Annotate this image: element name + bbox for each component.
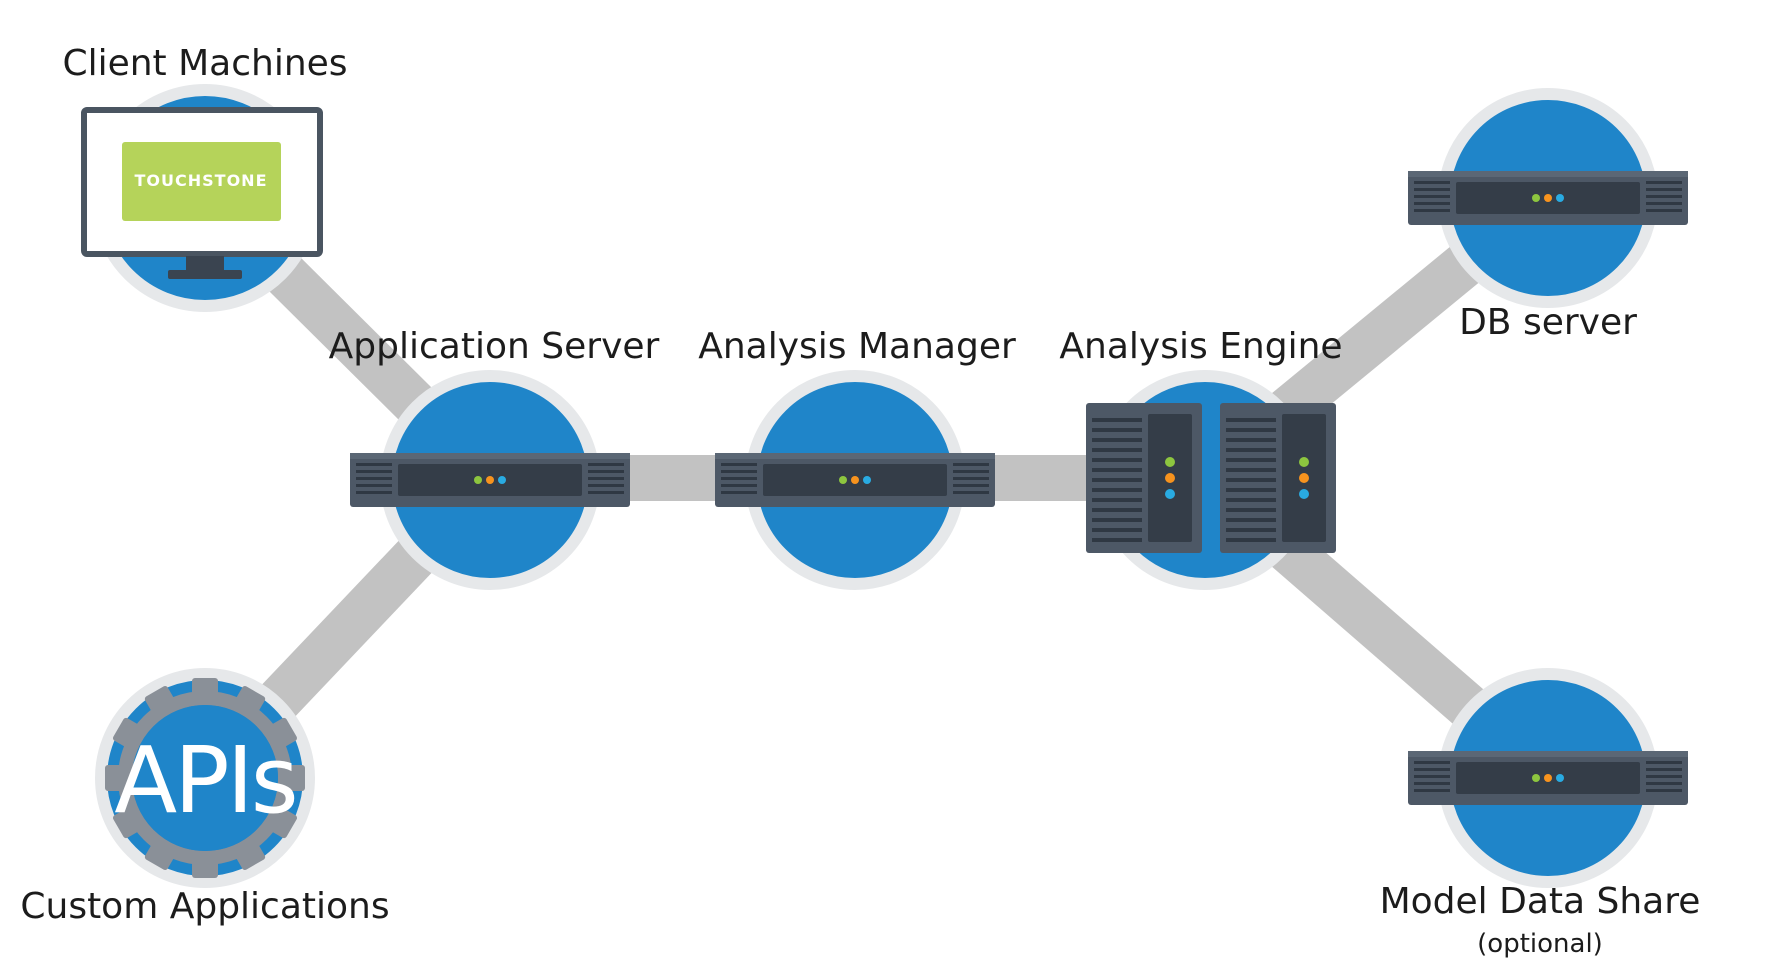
engine-tower-right-icon xyxy=(1220,403,1336,553)
gear-icon xyxy=(105,678,305,878)
dbserver-server-icon xyxy=(1408,171,1688,225)
label-db-server: DB server xyxy=(1459,302,1637,343)
touchstone-logo-text: TOUCHSTONE xyxy=(135,171,268,190)
label-model-data-share-note: (optional) xyxy=(1477,929,1603,959)
label-application-server: Application Server xyxy=(329,326,660,367)
datashare-server-icon xyxy=(1408,751,1688,805)
label-custom-applications: Custom Applications xyxy=(20,886,389,927)
label-client-machines: Client Machines xyxy=(62,43,347,84)
label-model-data-share: Model Data Share xyxy=(1380,881,1701,922)
touchstone-logo xyxy=(122,142,281,221)
label-analysis-manager: Analysis Manager xyxy=(698,326,1016,367)
appserver-server-icon xyxy=(350,453,630,507)
monitor-icon: TOUCHSTONE xyxy=(81,107,323,279)
apis-text: APIs xyxy=(114,727,295,834)
manager-server-icon xyxy=(715,453,995,507)
label-analysis-engine: Analysis Engine xyxy=(1059,326,1342,367)
engine-tower-left-icon xyxy=(1086,403,1202,553)
